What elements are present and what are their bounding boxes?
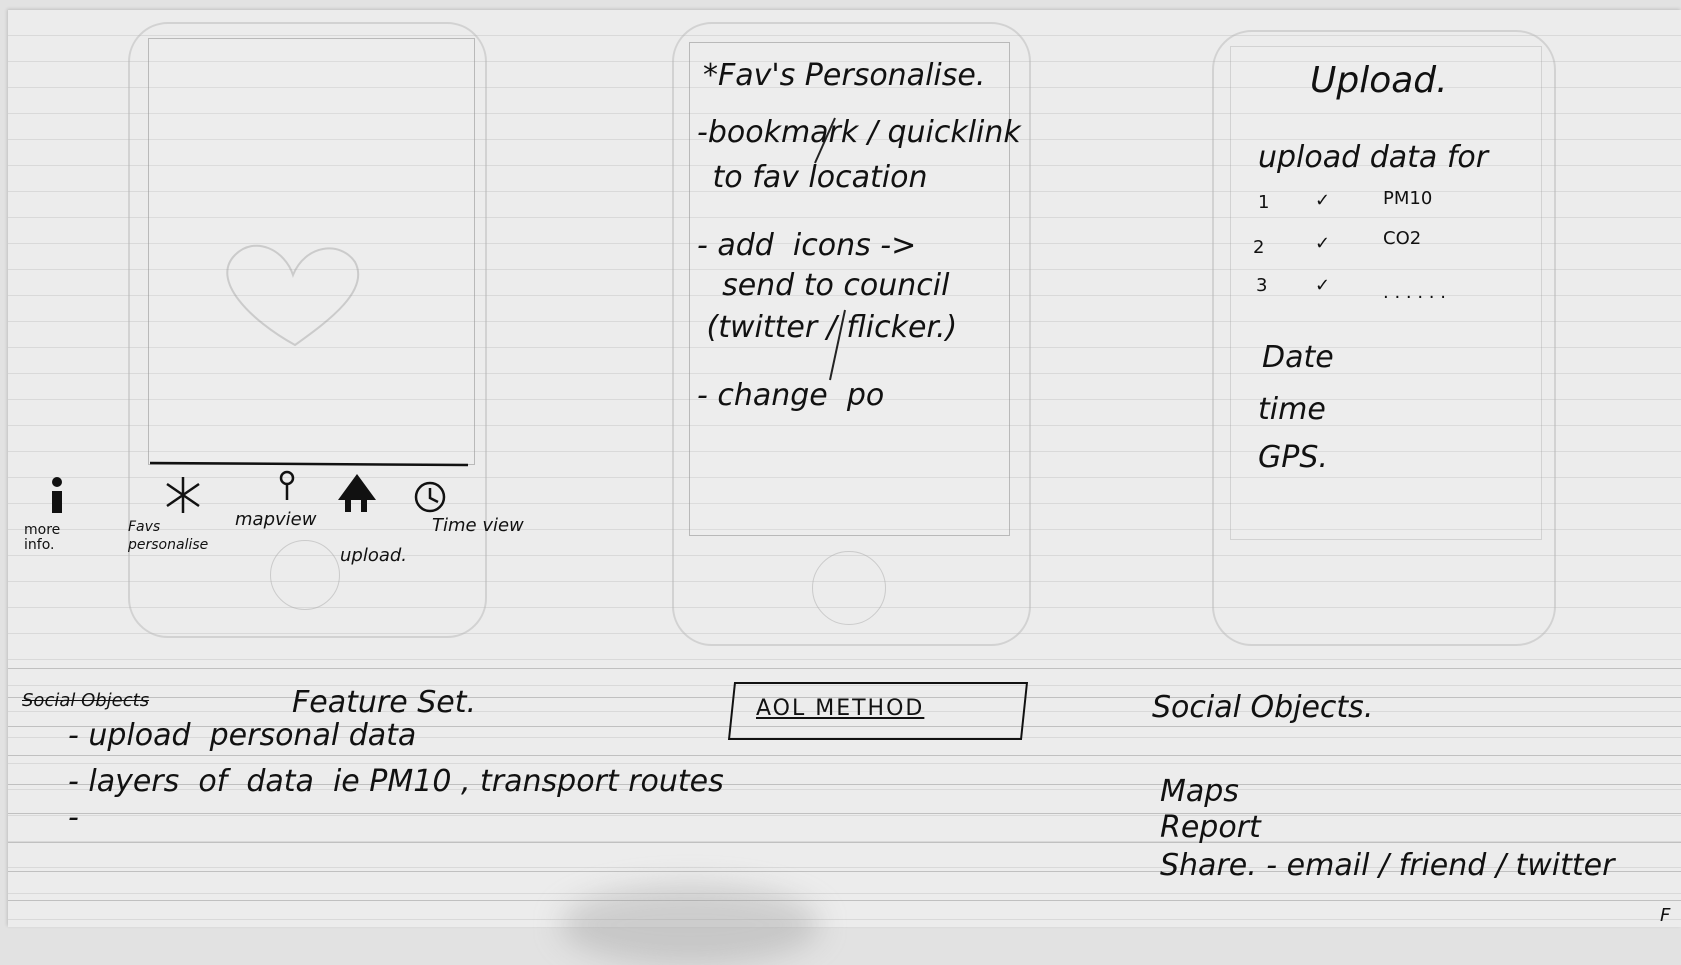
feature-item-3: - <box>68 800 79 835</box>
nav-favs-label: Favs personalise <box>128 519 209 553</box>
feature-set-title: Feature Set. <box>292 685 476 720</box>
upload-row-2-item: CO2 <box>1383 228 1422 249</box>
upload-row-1-num: 1 <box>1258 192 1270 213</box>
navbar-line <box>149 461 469 467</box>
upload-row-3-check: ✓ <box>1315 275 1331 296</box>
home-button-2 <box>812 551 886 625</box>
phone-screen-1 <box>148 38 475 465</box>
nav-mapview-label: mapview <box>235 509 317 530</box>
slash-mark-2 <box>829 309 846 381</box>
slash-mark <box>814 117 836 164</box>
upload-row-2-check: ✓ <box>1315 233 1331 254</box>
upload-arrow-icon <box>338 474 376 512</box>
feature-item-2: - layers of data ie PM10 , transport rou… <box>68 764 724 799</box>
phone-outline-1 <box>128 22 487 638</box>
home-button-1 <box>270 540 340 610</box>
upload-field-gps: GPS. <box>1258 440 1328 475</box>
favs-line-1: -bookmark / quicklink <box>697 115 1021 150</box>
clock-icon <box>414 481 446 513</box>
social-objects-title: Social Objects. <box>1152 690 1374 725</box>
ruled-lines <box>8 640 1681 927</box>
nav-timeview-label: Time view <box>432 515 524 536</box>
nav-upload-label: upload. <box>340 545 408 566</box>
asterisk-icon <box>166 477 200 513</box>
notebook-page <box>8 10 1681 927</box>
upload-row-1-check: ✓ <box>1315 190 1331 211</box>
upload-field-time: time <box>1258 392 1326 427</box>
upload-field-date: Date <box>1262 340 1334 375</box>
phone-screen-3 <box>1230 46 1542 540</box>
map-pin-icon <box>279 470 295 500</box>
feature-item-1: - upload personal data <box>68 718 417 753</box>
nav-more-info-label: more info. <box>24 522 61 553</box>
social-trail-letter: F <box>1660 905 1671 926</box>
heart-icon <box>226 244 360 347</box>
phone-screen-2 <box>689 42 1010 536</box>
social-item-maps: Maps <box>1160 774 1239 809</box>
favs-line-6: - change po <box>697 378 885 413</box>
info-icon <box>52 477 62 487</box>
favs-line-2: to fav location <box>703 160 928 195</box>
upload-row-2-num: 2 <box>1253 237 1265 258</box>
favs-line-4: send to council <box>703 268 950 303</box>
favs-title: *Fav's Personalise. <box>703 58 986 93</box>
upload-subtitle: upload data for <box>1258 140 1489 175</box>
social-item-report: Report <box>1160 810 1261 845</box>
phone-outline-3 <box>1212 30 1556 646</box>
social-item-share: Share. - email / friend / twitter <box>1160 848 1615 883</box>
upload-row-1-item: PM10 <box>1383 188 1433 209</box>
feature-struck-text: Social Objects <box>22 690 150 711</box>
upload-row-3-num: 3 <box>1256 275 1268 296</box>
favs-line-5: (twitter / flicker.) <box>697 310 958 345</box>
favs-line-3: - add icons -> <box>697 228 917 263</box>
upload-title: Upload. <box>1310 60 1448 101</box>
aol-method-label: AOL METHOD <box>756 696 925 721</box>
upload-row-3-item: . . . . . . <box>1383 282 1446 303</box>
sketch-ink-svg <box>52 117 846 513</box>
phone-outline-2 <box>672 22 1031 646</box>
